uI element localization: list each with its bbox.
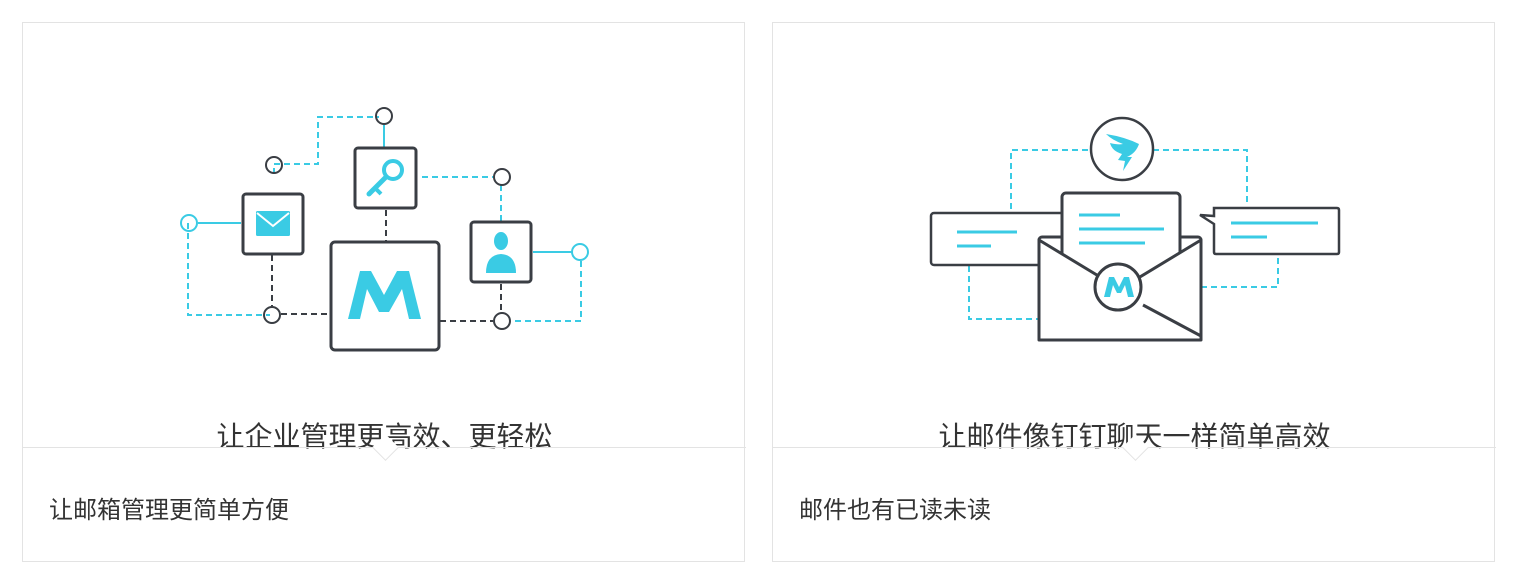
feature-card-messaging: 让邮件像钉钉聊天一样简单高效 邮件也有已读未读 [772,22,1496,562]
management-illustration [180,107,589,352]
key-icon [353,146,418,210]
brand-m-logo [1104,277,1134,297]
chat-bubble-icon [1199,206,1341,256]
dingtalk-icon [1089,116,1155,182]
messaging-illustration [929,116,1341,342]
envelope-icon [1037,191,1203,342]
brand-m-logo [329,240,441,352]
mail-icon [241,192,305,256]
card-subtitle: 让邮箱管理更简单方便 [49,496,289,524]
feature-card-management: 让企业管理更高效、更轻松 让邮箱管理更简单方便 [22,22,746,562]
card-subtitle: 邮件也有已读未读 [799,496,991,524]
user-icon [469,220,533,284]
